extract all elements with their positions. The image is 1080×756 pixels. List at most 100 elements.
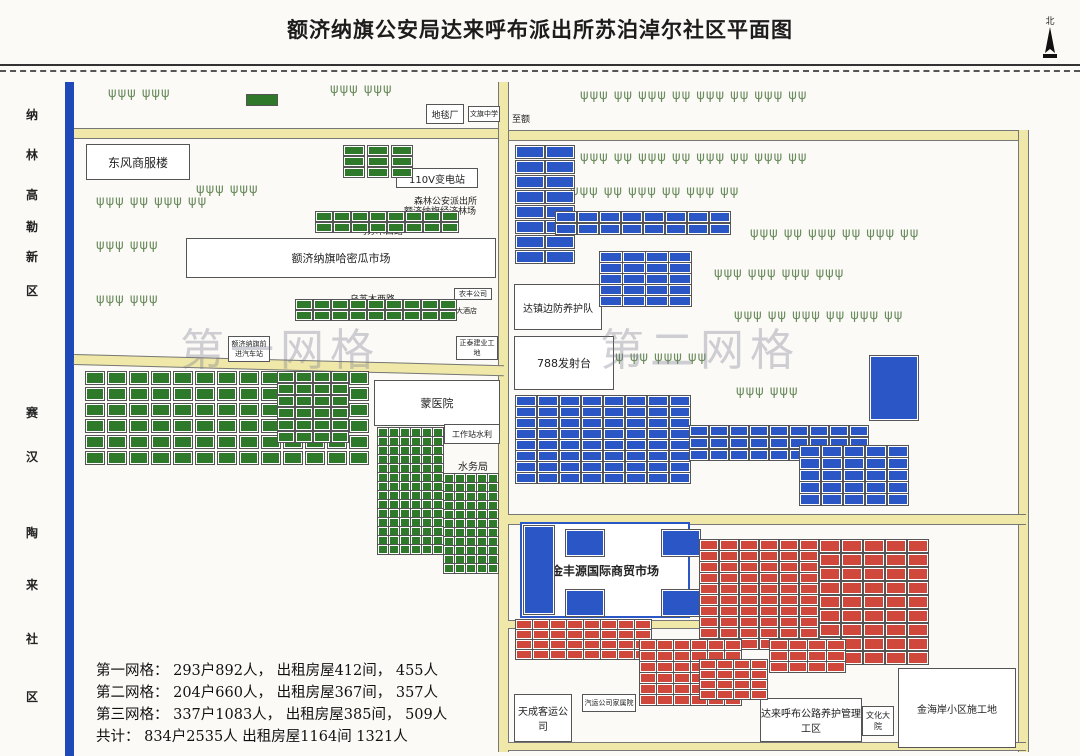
green-block	[239, 387, 259, 401]
blue-block	[669, 428, 691, 440]
red-block	[733, 689, 751, 700]
green-block	[217, 371, 237, 385]
red-block	[639, 694, 657, 706]
red-block	[799, 594, 819, 606]
trade-market-label: 金丰源国际商贸市场	[550, 563, 659, 578]
forest-police-label: 森林公安派出所	[414, 197, 478, 207]
launch-label: 788发射台	[537, 357, 591, 370]
blue-block	[665, 223, 687, 235]
blue-block	[537, 450, 559, 462]
red-block	[719, 583, 739, 595]
red-block	[733, 679, 751, 690]
green-block	[443, 518, 455, 529]
melon-market: 额济纳旗哈密瓜市场	[186, 238, 496, 278]
street-char: 陶	[25, 526, 38, 540]
green-block	[410, 526, 422, 537]
grain-station-label: 农丰公司	[459, 290, 487, 298]
blue-block	[865, 469, 887, 482]
red-block	[779, 627, 799, 639]
blue-block	[669, 439, 691, 451]
blue-block	[603, 428, 625, 440]
red-block	[819, 581, 841, 595]
blue-block	[645, 273, 669, 285]
red-block	[515, 649, 533, 660]
blue-block	[647, 450, 669, 462]
green-block	[327, 451, 347, 465]
blue-block	[599, 284, 623, 296]
blue-block	[729, 425, 749, 437]
blue-block	[865, 445, 887, 458]
blue-block	[537, 439, 559, 451]
red-block	[799, 572, 819, 584]
green-block	[421, 535, 433, 546]
green-block	[405, 222, 423, 233]
green-block	[441, 211, 459, 222]
green-block	[454, 500, 466, 511]
green-block	[465, 473, 477, 484]
blue-block	[581, 461, 603, 473]
green-block	[351, 211, 369, 222]
green-block	[239, 371, 259, 385]
red-block	[885, 609, 907, 623]
red-block	[699, 561, 719, 573]
green-block	[333, 211, 351, 222]
blue-block	[622, 295, 646, 307]
red-block	[799, 583, 819, 595]
green-block	[313, 310, 331, 321]
red-block	[788, 639, 808, 651]
red-block	[826, 661, 846, 673]
green-block	[277, 419, 295, 431]
red-block	[733, 669, 751, 680]
blue-block	[625, 472, 647, 484]
green-block	[421, 427, 433, 438]
green-block	[367, 145, 389, 156]
green-block	[217, 435, 237, 449]
red-block	[566, 649, 584, 660]
red-block	[759, 539, 779, 551]
green-block	[454, 536, 466, 547]
green-block	[487, 473, 499, 484]
red-block	[807, 661, 827, 673]
green-block	[421, 436, 433, 447]
green-block	[388, 427, 400, 438]
green-block	[349, 419, 369, 433]
red-block	[759, 583, 779, 595]
red-block	[699, 550, 719, 562]
green-block	[377, 463, 389, 474]
green-block	[399, 436, 411, 447]
red-block	[716, 689, 734, 700]
red-block	[759, 550, 779, 562]
blue-block	[565, 529, 605, 557]
green-block	[331, 431, 349, 443]
forest-police-sub-label: 额济纳旗经济林场	[404, 207, 477, 217]
green-block	[173, 387, 193, 401]
blue-block	[687, 223, 709, 235]
road-north-east	[508, 130, 1028, 141]
blue-block	[887, 457, 909, 470]
green-block	[454, 518, 466, 529]
red-block	[907, 581, 929, 595]
green-block	[388, 463, 400, 474]
green-block	[399, 463, 411, 474]
red-block	[759, 627, 779, 639]
red-block	[779, 583, 799, 595]
green-block	[195, 403, 215, 417]
blue-block	[559, 450, 581, 462]
blue-block	[621, 223, 643, 235]
blue-block	[709, 425, 729, 437]
blue-block	[515, 472, 537, 484]
blue-block	[843, 469, 865, 482]
green-block	[377, 445, 389, 456]
green-block	[410, 517, 422, 528]
legend-line: 第三网格： 337户1083人， 出租房屋385间， 509人	[96, 707, 448, 723]
border-team: 达镇边防养护队	[514, 284, 602, 330]
grass-icon: ψψψ ψψ ψψψ ψψ	[96, 194, 208, 209]
blue-block	[887, 469, 909, 482]
green-block	[313, 371, 331, 383]
blue-block	[668, 284, 692, 296]
green-block	[313, 419, 331, 431]
blue-block	[625, 450, 647, 462]
road-east-vertical	[1018, 130, 1029, 752]
red-block	[826, 639, 846, 651]
blue-block	[661, 589, 701, 617]
